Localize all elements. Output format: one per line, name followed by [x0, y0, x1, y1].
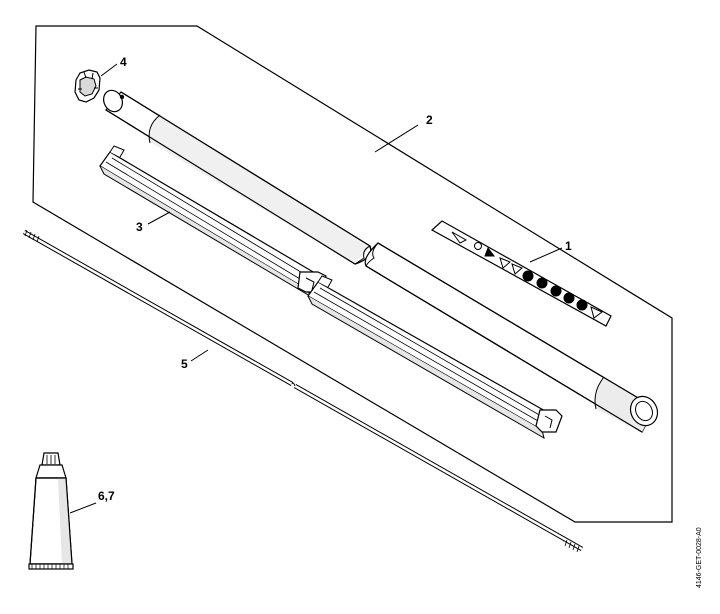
drive-tube-lower — [364, 242, 659, 433]
drive-shaft-part — [22, 229, 584, 553]
callout-label-1: 1 — [565, 239, 572, 253]
callout-label-5: 5 — [181, 357, 188, 371]
clamp-ring-part — [74, 69, 101, 103]
callout-label-2: 2 — [426, 113, 433, 127]
label-decal-part — [430, 220, 612, 327]
grease-tube-part — [28, 452, 74, 570]
kit-outline — [32, 25, 673, 523]
leader-lines — [69, 63, 563, 514]
callout-label-4: 4 — [120, 55, 127, 69]
callout-label-3: 3 — [136, 220, 143, 234]
document-id: 4146-GET-0028-A0 — [696, 527, 703, 588]
callout-label-67: 6,7 — [98, 489, 115, 503]
liner-lower — [307, 275, 563, 440]
liner-upper — [99, 145, 327, 298]
